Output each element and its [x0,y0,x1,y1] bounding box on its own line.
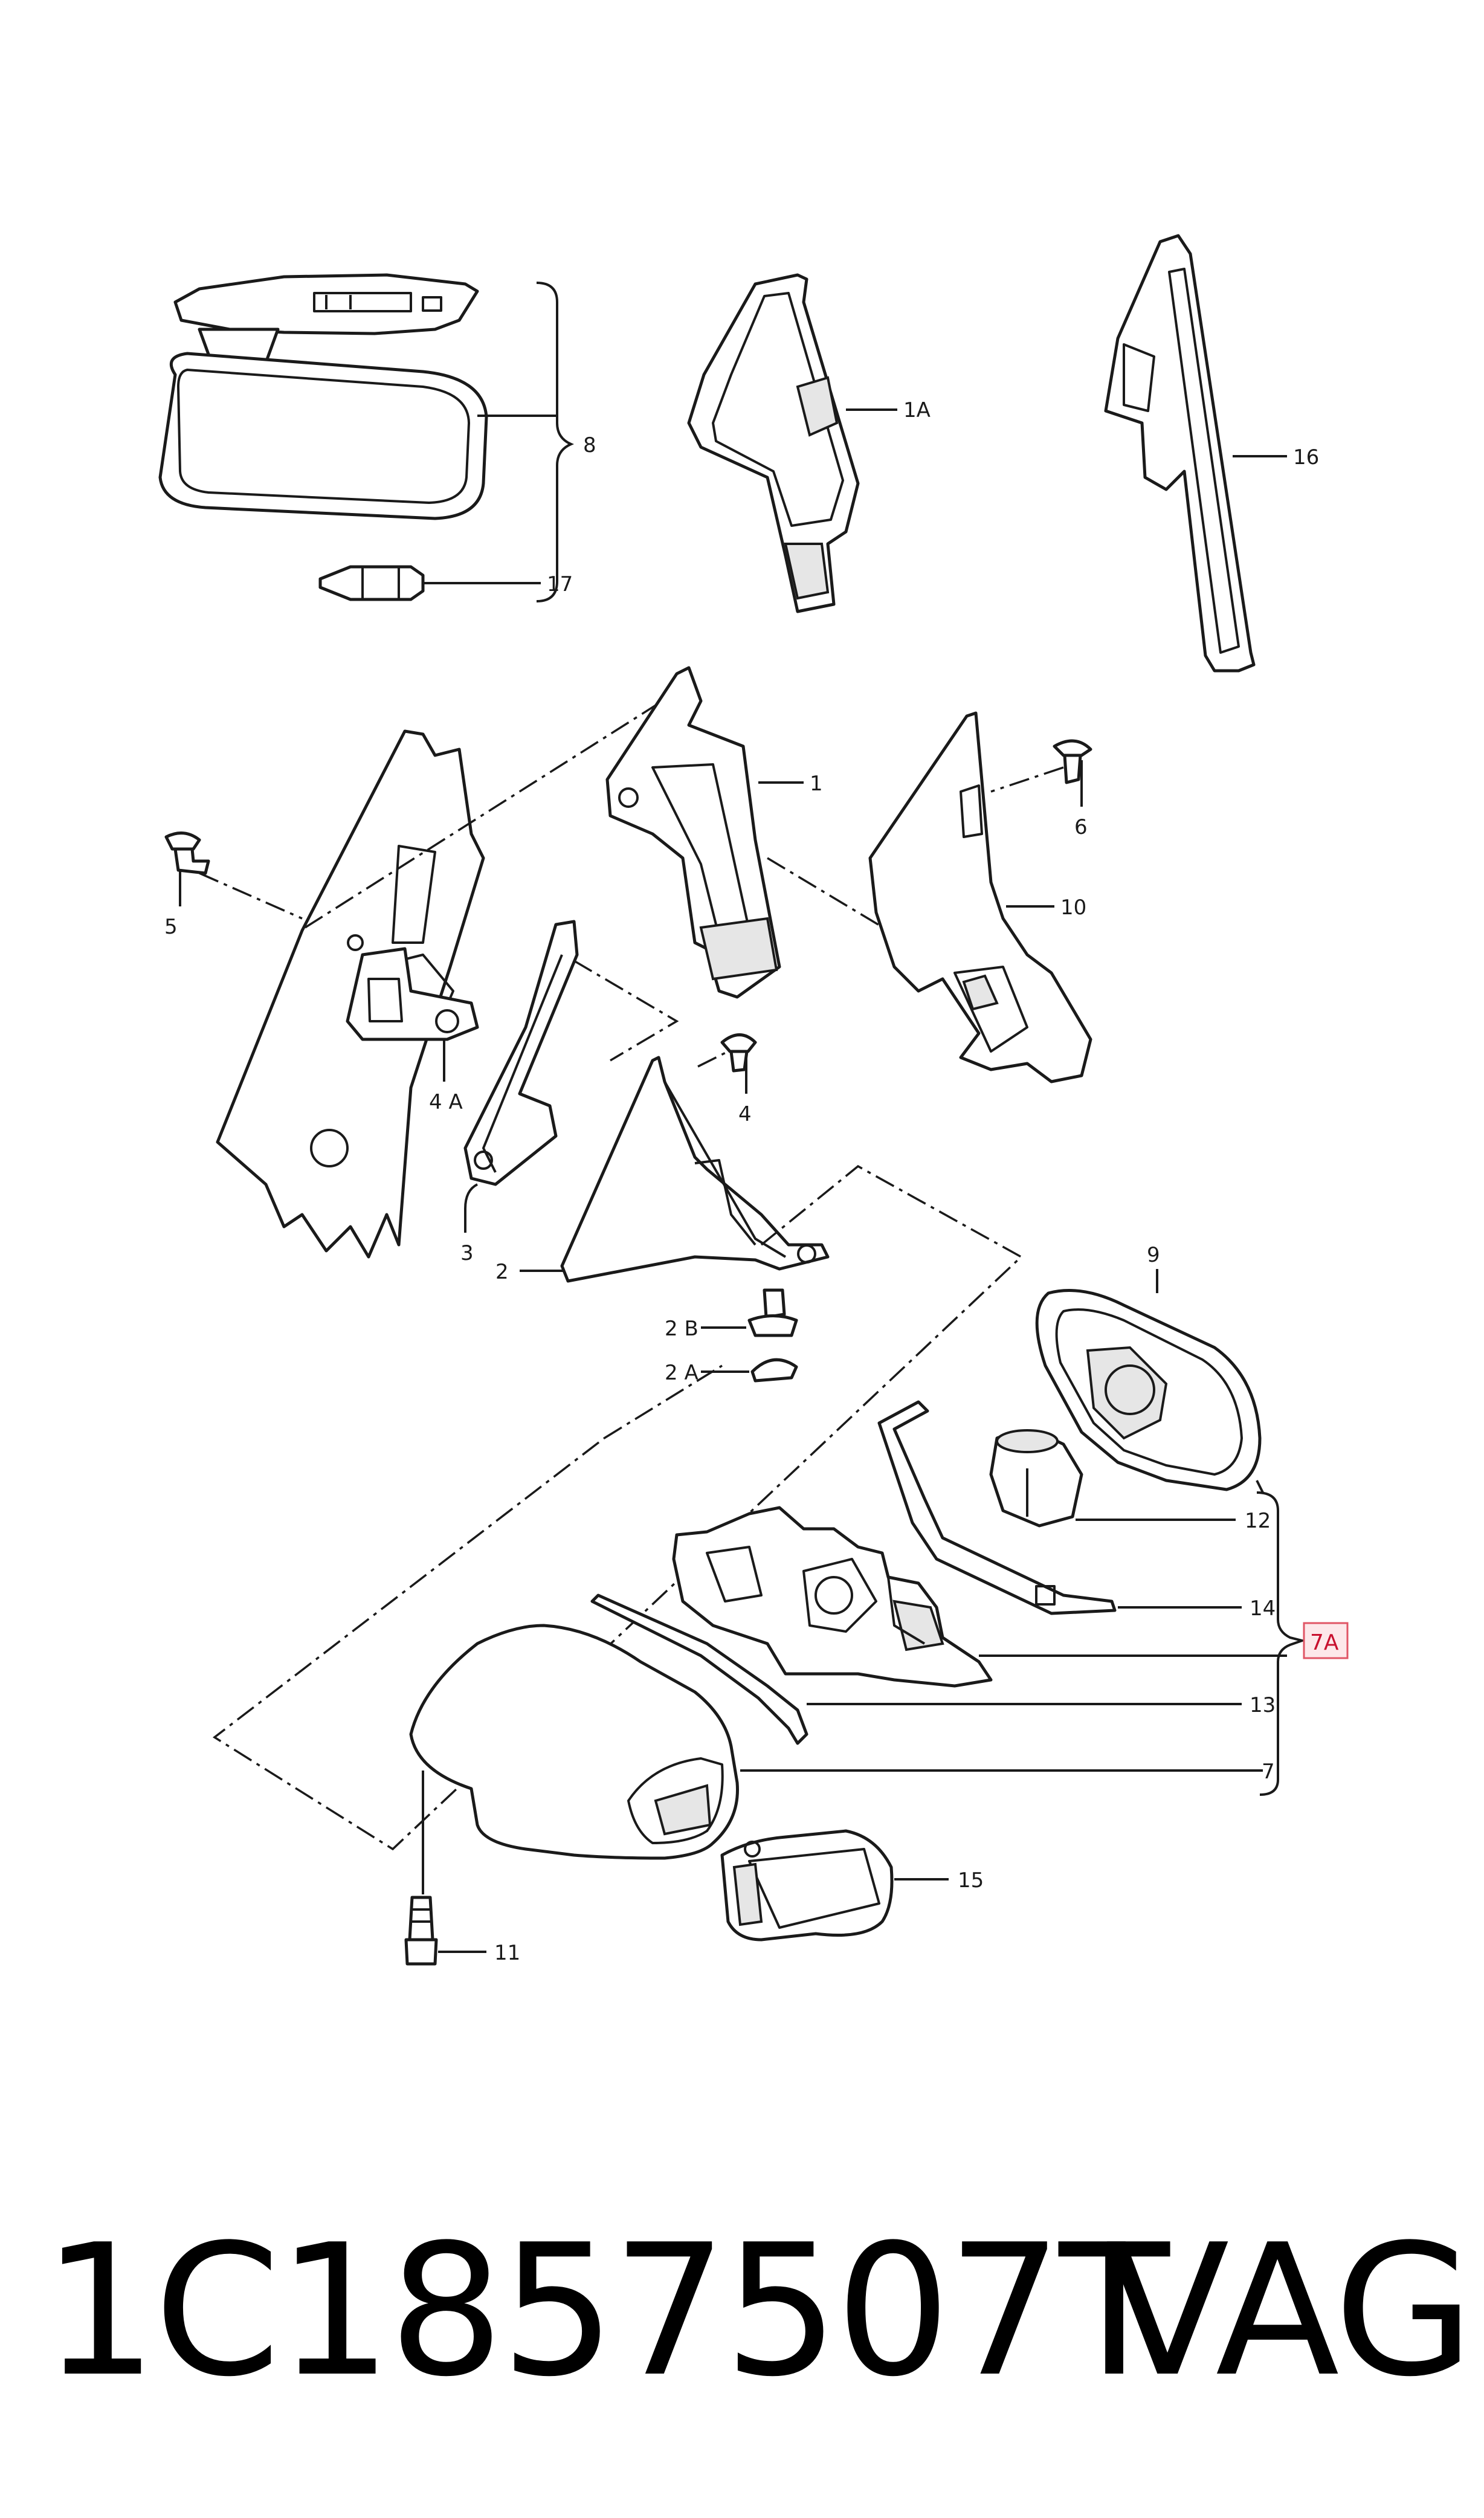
footer: 1C1857507T VAG [24,2206,1474,2416]
motor-part-12 [989,1429,1083,1528]
callout-3: 3 [460,1241,474,1265]
callout-17: 17 [547,572,573,596]
callout-1A: 1A [903,398,931,422]
strip-part-13 [590,1593,808,1745]
bulb-part-17 [318,565,425,601]
screw-part-4 [720,1033,757,1073]
mirror-glass-part-9 [1035,1289,1262,1491]
callout-6: 6 [1074,815,1088,839]
trim-part-3 [463,920,579,1186]
brand-name: VAG [1105,2206,1474,2416]
callout-2B: 2 B [665,1317,698,1341]
turn-signal-part-15 [720,1829,894,1942]
callout-7A-highlight [1303,1622,1349,1659]
callout-4: 4 [738,1102,752,1126]
callout-8: 8 [583,433,596,457]
bolt-part-11 [404,1896,438,1966]
mirror-housing-frame-part-7A [672,1506,993,1688]
callout-9: 9 [1147,1243,1160,1267]
callout-12: 12 [1245,1509,1271,1533]
seal-strip-part-16 [1104,234,1256,673]
callout-10: 10 [1060,896,1086,920]
callout-16: 16 [1293,445,1319,470]
screw-part-5 [164,831,210,875]
callout-7A: 7A [1310,1630,1339,1655]
callout-4A: 4 A [429,1090,463,1114]
strip-part-14 [877,1400,1117,1615]
callout-7: 7 [1262,1760,1275,1784]
exploded-parts-diagram: 8 17 1A 16 4 A 5 [158,234,1349,1966]
callout-2A: 2 A [665,1361,698,1385]
screw-part-2B [747,1288,798,1337]
mirror-base-part-1 [605,666,781,999]
interior-mirror-part-8 [158,273,488,520]
mirror-cap-part-7 [409,1624,739,1860]
bracket-part-4A [346,947,479,1041]
trim-panel-part-10 [868,711,1092,1083]
clip-part-2A [750,1358,798,1383]
callout-5: 5 [164,915,178,939]
callout-1: 1 [810,772,823,796]
callout-11: 11 [494,1941,520,1965]
callout-14: 14 [1250,1596,1276,1621]
door-panel [216,729,485,1259]
callout-15: 15 [958,1868,984,1893]
callout-13: 13 [1250,1693,1276,1717]
part-number: 1C1857507T [42,2206,1170,2416]
mirror-base-part-1A [687,273,860,613]
callout-2: 2 [495,1260,509,1284]
screw-part-6 [1053,739,1092,784]
trim-part-2 [560,1056,830,1283]
